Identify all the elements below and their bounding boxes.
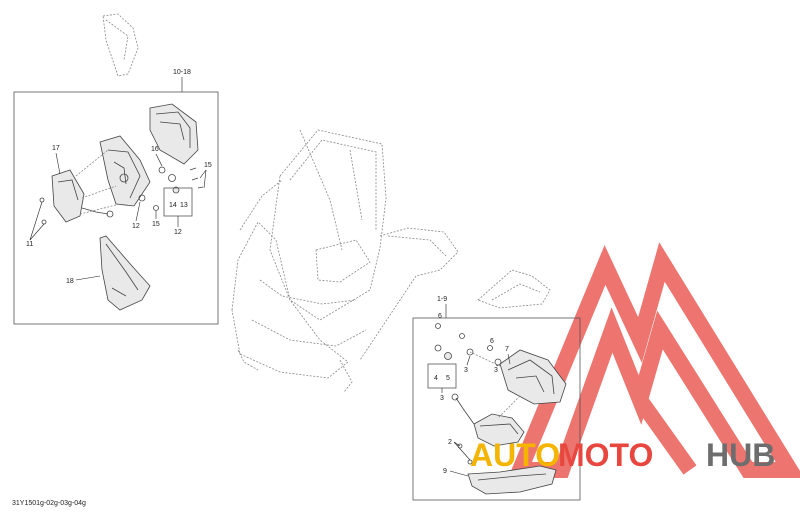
callout-2: 2 [448,439,452,446]
deflector-part-right [477,269,551,309]
watermark-logo-icon [508,242,800,478]
screw-set-left [39,166,204,225]
right-mirror-housing [499,349,567,405]
mirror-housing [149,103,199,165]
callout-12b: 12 [174,229,182,236]
callout-14: 14 [169,202,177,209]
subgroup-box-4-5 [427,363,457,389]
group-box-right [412,317,581,501]
callout-4: 4 [434,375,438,382]
callout-18: 18 [66,278,74,285]
right-turn-signal [451,393,525,447]
callout-13: 13 [180,202,188,209]
vehicle-front-outline [231,129,459,393]
group-label-right: 1-9 [437,296,447,303]
deflector-part-top [102,13,139,77]
callout-17: 17 [52,145,60,152]
callout-15a: 15 [204,162,212,169]
watermark-moto: MOTO [558,437,653,473]
callout-3c: 3 [440,395,444,402]
screw-set-right [434,323,502,465]
callout-15b: 15 [152,221,160,228]
watermark-auto: AUTO [470,437,560,473]
watermark-text: AUTO MOTO HUB [470,437,775,473]
callout-11: 11 [26,241,33,248]
group-label-left: 10-18 [173,69,191,76]
callout-5: 5 [446,375,450,382]
turn-signal-lens [51,169,114,223]
group-box-left [13,91,219,325]
diagram-id: 31Y1501g-02g-03g-04g [12,500,86,507]
mirror-glass-assembly [99,135,151,207]
right-lower-cover [467,465,557,495]
watermark-hub: HUB [706,437,775,473]
callout-7: 7 [505,346,509,353]
callout-6a: 6 [438,313,442,320]
lower-cover [99,235,151,311]
callout-3b: 3 [494,367,498,374]
callout-3a: 3 [464,367,468,374]
callout-16: 16 [151,146,159,153]
callout-6b: 6 [490,338,494,345]
callout-9: 9 [443,468,447,475]
callout-12a: 12 [132,223,140,230]
